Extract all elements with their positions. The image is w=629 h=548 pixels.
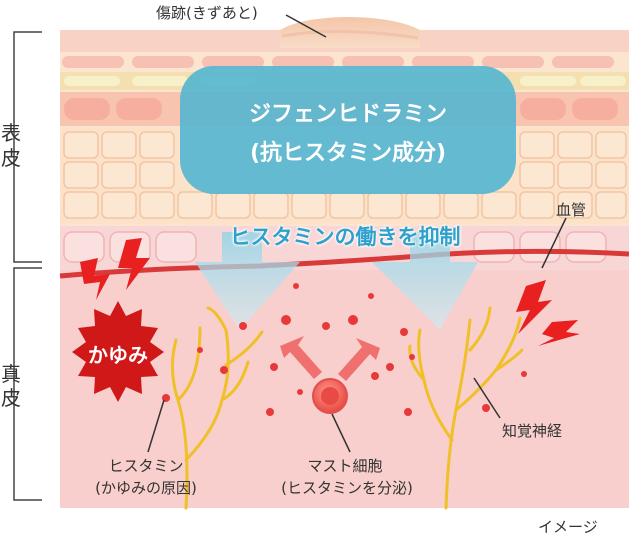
layer-brackets bbox=[13, 31, 42, 501]
scar-label: 傷跡(きずあと) bbox=[156, 4, 258, 22]
drug-box bbox=[180, 66, 516, 194]
emit-arrow-right bbox=[338, 338, 380, 381]
epidermis-label-1: 表 bbox=[1, 121, 21, 145]
blood-vessel bbox=[59, 248, 629, 279]
lightning-icon bbox=[538, 320, 580, 346]
dermis-label-2: 皮 bbox=[1, 386, 21, 410]
epidermis-cells-mid bbox=[63, 131, 627, 219]
mast-cell-desc: (ヒスタミンを分泌) bbox=[281, 479, 413, 497]
dermis-label-1: 真 bbox=[1, 362, 21, 386]
histamine-desc: (かゆみの原因) bbox=[95, 479, 197, 497]
epidermis-cells-top bbox=[62, 56, 614, 68]
histamine-particles bbox=[162, 283, 527, 416]
vessel-pointer bbox=[541, 217, 567, 269]
lightning-icon bbox=[80, 258, 110, 300]
histamine-pointer bbox=[147, 399, 165, 453]
drug-subtitle: (抗ヒスタミン成分) bbox=[249, 141, 447, 166]
lightning-icon bbox=[118, 238, 150, 290]
drug-name: ジフェンヒドラミン bbox=[248, 102, 447, 127]
drug-arrow-left bbox=[195, 232, 300, 330]
mast-cell-label: マスト細胞 bbox=[307, 457, 383, 475]
sensory-nerve-label: 知覚神経 bbox=[502, 422, 563, 440]
epidermis-label-2: 皮 bbox=[1, 146, 21, 170]
blood-vessel-label: 血管 bbox=[556, 201, 587, 219]
sensory-nerve-right bbox=[408, 306, 524, 510]
scar-pointer bbox=[285, 14, 327, 38]
histamine-label: ヒスタミン bbox=[108, 457, 184, 475]
emit-arrow-left bbox=[280, 336, 322, 379]
drug-arrow-right bbox=[372, 232, 478, 330]
image-note: イメージ bbox=[538, 518, 598, 536]
sensory-nerve-left bbox=[171, 306, 264, 510]
lightning-icon bbox=[516, 280, 552, 334]
mast-pointer bbox=[331, 413, 351, 453]
itch-burst bbox=[72, 301, 164, 402]
itch-label: かゆみ bbox=[88, 343, 148, 367]
suppress-label: ヒスタミンの働きを抑制 bbox=[229, 225, 461, 249]
nerve-pointer bbox=[473, 377, 501, 419]
